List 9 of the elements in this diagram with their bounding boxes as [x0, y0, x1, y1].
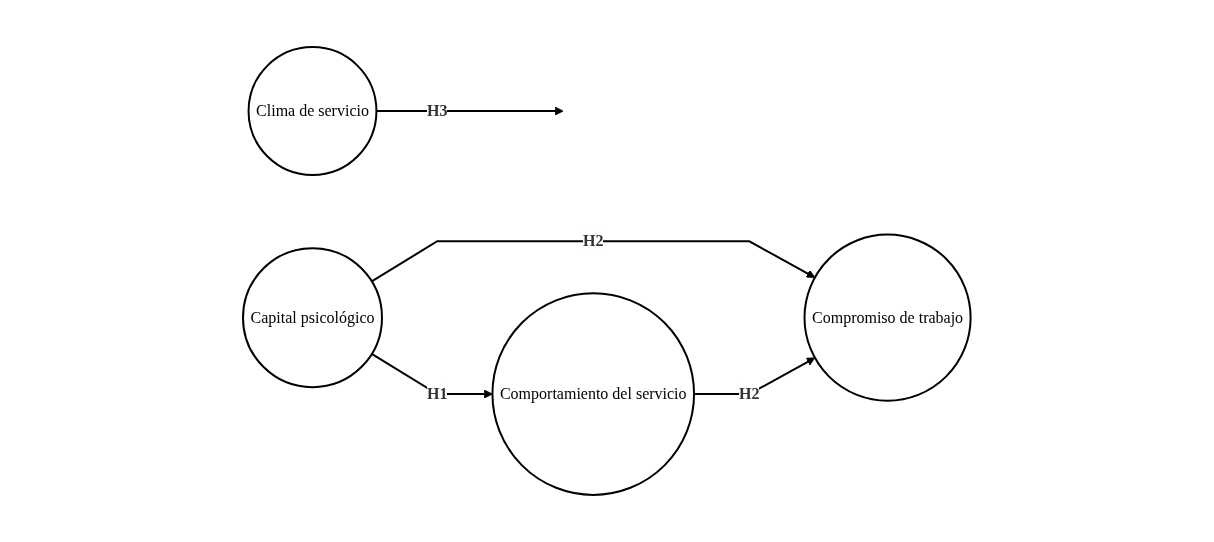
node-circle: Capital psicológico	[242, 247, 384, 389]
arrow	[370, 240, 816, 283]
edge-label: H1	[427, 385, 448, 403]
node-circle: Clima de servicio	[247, 46, 378, 176]
edge-label: H2	[739, 385, 760, 403]
node-circle: Comportamiento del servicio	[491, 292, 696, 496]
edge-label: H3	[427, 102, 448, 120]
node-circle: Compromiso de trabajo	[803, 233, 972, 402]
edge-label: H2	[583, 232, 604, 250]
